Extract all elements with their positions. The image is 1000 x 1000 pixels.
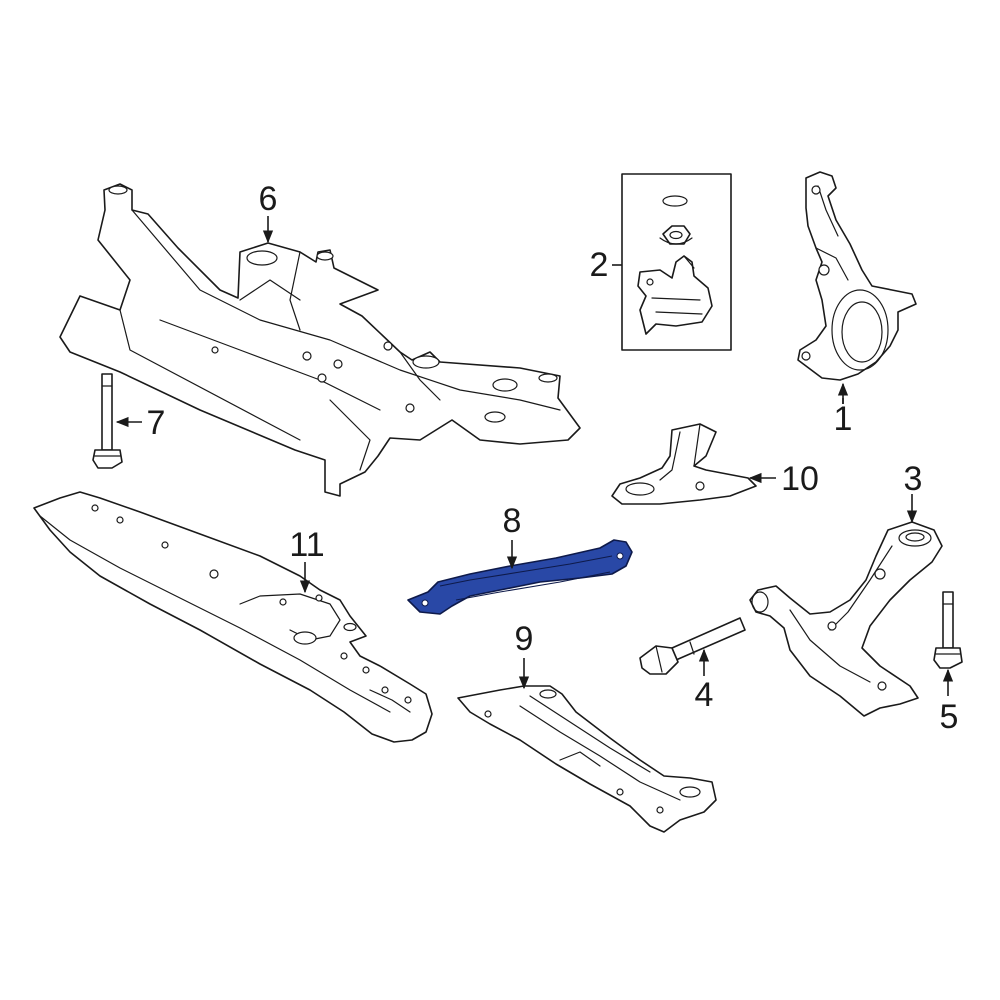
- callout-11: 11: [289, 526, 324, 564]
- callout-3: 3: [904, 460, 923, 498]
- cross-brace-part[interactable]: [457, 685, 717, 833]
- callout-2: 2: [590, 246, 609, 284]
- leader-lines: [115, 216, 954, 696]
- bolt-small-part[interactable]: [933, 591, 963, 669]
- reinforcement-plate-part[interactable]: [33, 491, 433, 743]
- callout-6: 6: [259, 180, 278, 218]
- front-crossmember-part[interactable]: [59, 183, 581, 497]
- bolt-part[interactable]: [639, 617, 746, 675]
- callout-5: 5: [940, 698, 959, 736]
- ball-joint-kit-part[interactable]: [621, 173, 732, 351]
- steering-knuckle-part[interactable]: [797, 171, 917, 381]
- callout-1: 1: [834, 400, 853, 438]
- lower-control-arm-part[interactable]: [749, 521, 943, 717]
- bracket-part[interactable]: [611, 423, 757, 505]
- callout-4: 4: [695, 676, 714, 714]
- callout-10: 10: [781, 460, 819, 498]
- callout-9: 9: [515, 620, 534, 658]
- callout-8: 8: [503, 502, 522, 540]
- callout-labels: 1 2 3 4 5 6 7 8 9 10 11: [147, 180, 959, 736]
- long-bolt-part[interactable]: [92, 373, 123, 469]
- callout-7: 7: [147, 404, 166, 442]
- brace-part-highlighted[interactable]: [407, 539, 633, 615]
